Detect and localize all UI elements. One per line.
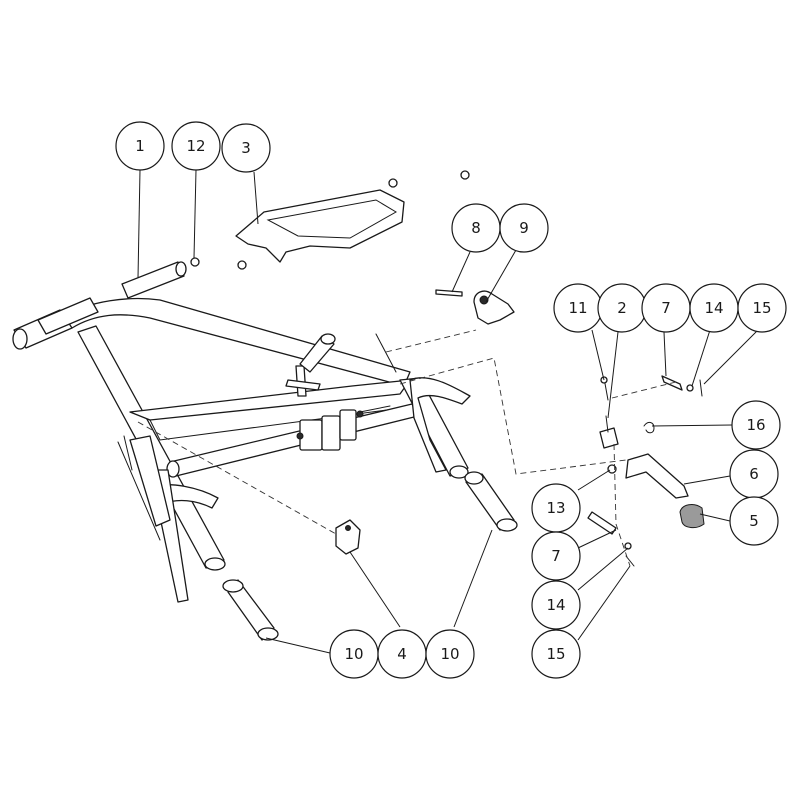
- clamp-part-2-rod: [605, 415, 609, 433]
- nut-part-12: [190, 257, 200, 267]
- handlebar-assembly-drawing: [12, 170, 705, 641]
- callout-9: 9: [499, 203, 549, 253]
- right-grip-end: [464, 471, 484, 485]
- cable-end-part-7b: [587, 511, 617, 535]
- callout-7: 7: [531, 531, 581, 581]
- control-box-part-4-button: [345, 525, 351, 531]
- control-box-part-4: [335, 519, 361, 555]
- svg-text:14: 14: [546, 596, 565, 614]
- left-handle-bracket: [37, 297, 99, 335]
- svg-text:13: 13: [546, 499, 565, 517]
- callout-15: 15: [531, 629, 581, 679]
- leader-lines: [137, 169, 759, 654]
- left-lever-detail: [117, 435, 161, 541]
- cover-part-3: [235, 189, 405, 263]
- right-grip-mouth: [496, 518, 518, 532]
- callout-11: 11: [553, 283, 603, 333]
- callout-16: 16: [731, 400, 781, 450]
- svg-text:3: 3: [241, 139, 251, 157]
- callout-14: 14: [689, 283, 739, 333]
- knob-part-5: [679, 504, 705, 529]
- callout-5: 5: [729, 496, 779, 546]
- svg-text:1: 1: [135, 137, 145, 155]
- callout-1: 1: [115, 121, 165, 171]
- left-handle-end-cap: [12, 328, 28, 350]
- pin-part-8: [435, 289, 463, 297]
- svg-text:7: 7: [661, 299, 671, 317]
- callouts: 1 12 3 8 9 11 2 7: [115, 121, 787, 679]
- clamp-part-2: [599, 427, 619, 449]
- callout-10: 10: [425, 629, 475, 679]
- svg-text:15: 15: [546, 645, 565, 663]
- svg-text:11: 11: [568, 299, 587, 317]
- svg-text:16: 16: [746, 416, 765, 434]
- svg-text:4: 4: [397, 645, 407, 663]
- right-upper-rod: [375, 333, 397, 373]
- screw-part-3-a: [237, 260, 247, 270]
- washer-part-14b: [624, 542, 632, 550]
- svg-text:10: 10: [440, 645, 459, 663]
- callout-14: 14: [531, 580, 581, 630]
- screw-part-3-c: [460, 170, 470, 180]
- left-grip-mouth: [257, 627, 279, 641]
- clip-part-15a: [699, 379, 703, 397]
- svg-text:15: 15: [752, 299, 771, 317]
- centre-angled-handle: [299, 335, 335, 373]
- washer-part-14a: [686, 384, 694, 392]
- callout-7: 7: [641, 283, 691, 333]
- assembly-dashed-lines: [137, 329, 677, 567]
- svg-text:9: 9: [519, 219, 529, 237]
- cross-plate-edge: [149, 407, 403, 441]
- centre-post-foot: [285, 379, 321, 391]
- screw-part-3-b: [388, 178, 398, 188]
- cover-part-3-recess: [266, 199, 397, 239]
- callout-10: 10: [329, 629, 379, 679]
- tube-part-1-end: [175, 261, 187, 277]
- left-grip-end: [222, 579, 244, 593]
- spring-clip-part-16: [643, 421, 655, 434]
- callout-15: 15: [737, 283, 787, 333]
- svg-text:12: 12: [186, 137, 205, 155]
- svg-text:7: 7: [551, 547, 561, 565]
- svg-text:8: 8: [471, 219, 481, 237]
- lower-mechanism: [296, 405, 391, 451]
- svg-text:14: 14: [704, 299, 723, 317]
- switch-part-9: [473, 290, 515, 325]
- callout-8: 8: [451, 203, 501, 253]
- right-lever-plate: [409, 377, 471, 473]
- right-arm-end: [449, 465, 469, 479]
- svg-text:5: 5: [749, 512, 759, 530]
- callout-6: 6: [729, 449, 779, 499]
- left-lever-bracket: [129, 435, 171, 527]
- centre-handle-cap: [320, 333, 336, 345]
- nut-part-13: [607, 464, 617, 474]
- svg-text:10: 10: [344, 645, 363, 663]
- callout-13: 13: [531, 483, 581, 533]
- callout-3: 3: [221, 123, 271, 173]
- svg-text:2: 2: [617, 299, 627, 317]
- lower-cross-tube-end: [166, 460, 180, 478]
- callout-2: 2: [597, 283, 647, 333]
- tube-part-1: [121, 261, 185, 299]
- left-down-tube-end: [204, 557, 226, 571]
- callout-4: 4: [377, 629, 427, 679]
- callout-12: 12: [171, 121, 221, 171]
- svg-text:6: 6: [749, 465, 759, 483]
- lower-cross-tube: [169, 403, 419, 477]
- lever-part-6: [625, 453, 689, 499]
